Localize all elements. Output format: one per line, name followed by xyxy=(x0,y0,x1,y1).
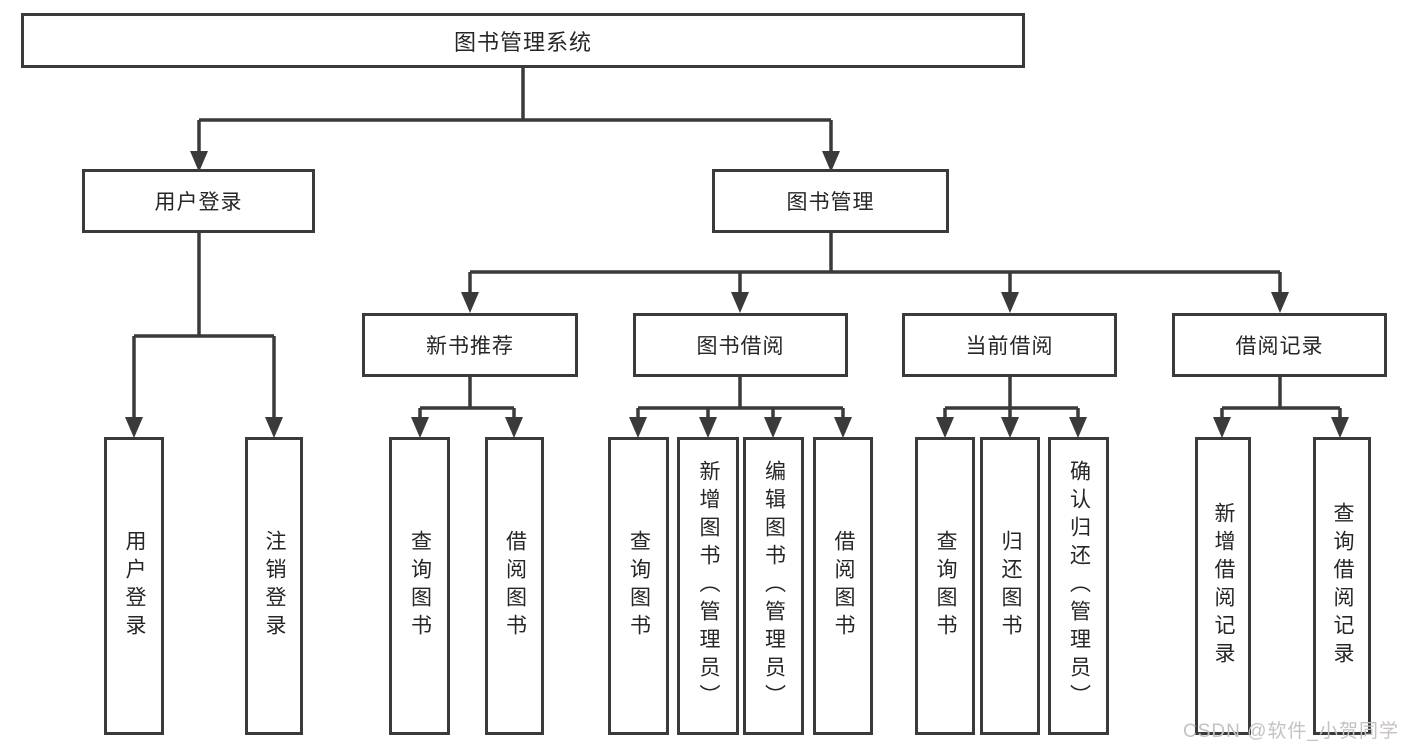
leaf-logout: 注销登录 xyxy=(245,437,303,735)
leaf-newrec-query-books: 查询图书 xyxy=(389,437,450,735)
node-book-borrowing: 图书借阅 xyxy=(633,313,848,377)
node-root-system: 图书管理系统 xyxy=(21,13,1025,68)
node-new-book-recommend: 新书推荐 xyxy=(362,313,578,377)
node-borrowing-records: 借阅记录 xyxy=(1172,313,1387,377)
leaf-current-query-books: 查询图书 xyxy=(915,437,975,735)
leaf-borrow-add-books-admin: 新增图书（管理员） xyxy=(677,437,739,735)
arrowheads xyxy=(125,151,1349,438)
node-book-management: 图书管理 xyxy=(712,169,949,233)
leaf-records-add-record: 新增借阅记录 xyxy=(1195,437,1251,735)
leaf-borrow-edit-books-admin: 编辑图书（管理员） xyxy=(743,437,804,735)
leaf-records-query-record: 查询借阅记录 xyxy=(1313,437,1371,735)
leaf-user-login: 用户登录 xyxy=(104,437,164,735)
node-current-borrowing: 当前借阅 xyxy=(902,313,1117,377)
csdn-watermark: CSDN @软件_小贺同学 xyxy=(1183,721,1399,742)
leaf-borrow-query-books: 查询图书 xyxy=(608,437,669,735)
node-user-login: 用户登录 xyxy=(82,169,315,233)
leaf-borrow-borrow-books: 借阅图书 xyxy=(813,437,873,735)
leaf-newrec-borrow-books: 借阅图书 xyxy=(485,437,544,735)
leaf-current-confirm-return-admin: 确认归还（管理员） xyxy=(1048,437,1109,735)
leaf-current-return-books: 归还图书 xyxy=(980,437,1040,735)
